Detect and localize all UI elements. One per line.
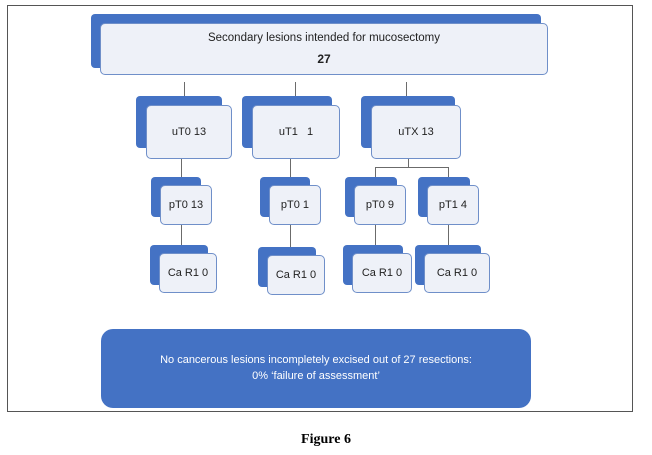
connector-uTX-stem (408, 159, 409, 167)
node-pT0-2: pT0 1 (269, 185, 321, 225)
figure-frame (7, 5, 633, 412)
connector-uT1-pT0 (290, 159, 291, 177)
root-count: 27 (317, 52, 331, 66)
node-uT1: uT1 1 (252, 105, 340, 159)
connector-pT0-ca-3 (375, 225, 376, 247)
summary-line-1: No cancerous lesions incompletely excise… (160, 353, 472, 366)
node-label: pT0 9 (365, 199, 395, 211)
node-pT0-3: pT0 9 (354, 185, 406, 225)
node-ca-3: Ca R1 0 (352, 253, 412, 293)
node-ca-1: Ca R1 0 (159, 253, 217, 293)
connector-pT1-ca-4 (448, 225, 449, 247)
connector-root-uT0 (184, 82, 185, 96)
connector-pT0-ca-1 (181, 225, 182, 247)
node-uTX: uTX 13 (371, 105, 461, 159)
connector-uT0-pT0 (181, 159, 182, 177)
root-node: Secondary lesions intended for mucosecto… (100, 23, 548, 75)
node-label: pT0 13 (168, 199, 204, 211)
connector-uTX-bar (375, 167, 449, 168)
connector-uTX-pT1 (448, 167, 449, 177)
root-title: Secondary lesions intended for mucosecto… (207, 32, 441, 44)
node-label: uTX 13 (398, 126, 434, 138)
summary-box: No cancerous lesions incompletely excise… (101, 329, 531, 408)
connector-uTX-pT0 (375, 167, 376, 177)
summary-line-2: 0% ‘failure of assessment’ (252, 369, 380, 382)
node-label: Ca R1 0 (275, 269, 317, 281)
node-label: Ca R1 0 (167, 267, 209, 279)
node-ca-4: Ca R1 0 (424, 253, 490, 293)
node-label: uT0 13 (171, 126, 207, 138)
connector-root-uT1 (295, 82, 296, 96)
figure-caption: Figure 6 (301, 432, 351, 447)
node-label: Ca R1 0 (361, 267, 403, 279)
node-pT1: pT1 4 (427, 185, 479, 225)
node-label: uT1 1 (278, 126, 314, 138)
node-label: pT1 4 (438, 199, 468, 211)
connector-pT0-ca-2 (290, 225, 291, 247)
connector-root-uTX (406, 82, 407, 96)
node-ca-2: Ca R1 0 (267, 255, 325, 295)
node-label: Ca R1 0 (436, 267, 478, 279)
node-pT0-1: pT0 13 (160, 185, 212, 225)
node-uT0: uT0 13 (146, 105, 232, 159)
node-label: pT0 1 (280, 199, 310, 211)
